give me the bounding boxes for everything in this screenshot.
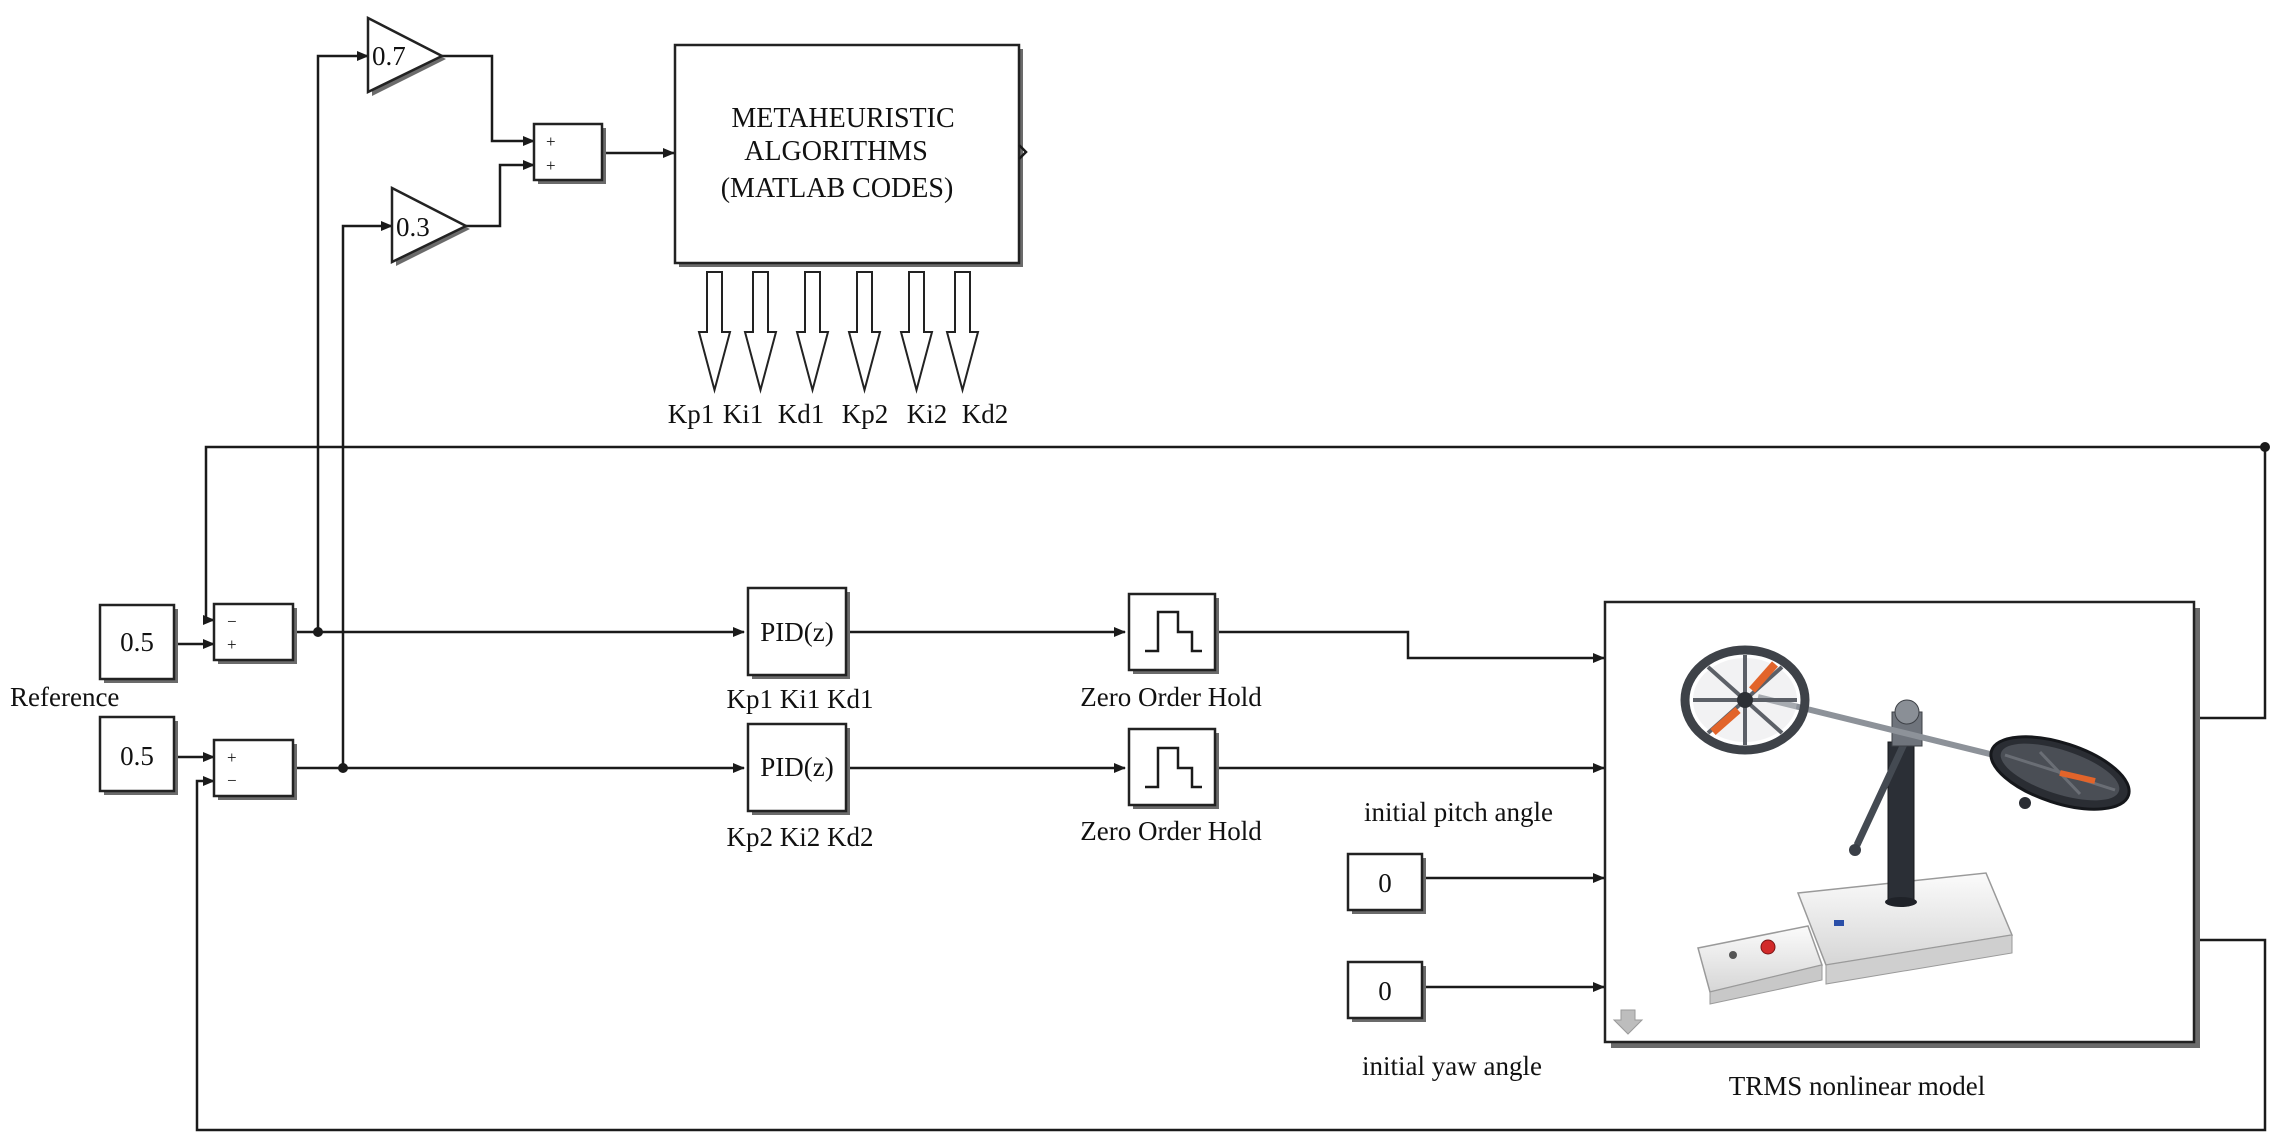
step-icon (1145, 610, 1202, 653)
initial-pitch-label: initial pitch angle (1364, 797, 1553, 827)
pid-2-label: Kp2 Ki2 Kd2 (727, 822, 874, 852)
output-port-mark (1018, 144, 1028, 160)
param-label: Ki1 (723, 399, 764, 429)
constant-value: 0.5 (120, 741, 154, 771)
parameter-labels: Kp1 Ki1 Kd1 Kp2 Ki2 Kd2 (668, 399, 1009, 429)
reference-label: Reference (10, 682, 119, 712)
pid-text: PID(z) (760, 752, 833, 782)
initial-pitch-constant[interactable]: 0 (1346, 852, 1426, 914)
parameter-output-arrows (697, 271, 980, 394)
sum-sign: + (227, 748, 237, 767)
sum-sign: + (546, 156, 556, 175)
sum-sign: + (546, 132, 556, 151)
step-icon (1145, 746, 1202, 789)
param-label: Kd1 (778, 399, 825, 429)
gain-block-0-7[interactable]: 0.7 (366, 15, 446, 96)
gain-value: 0.7 (372, 41, 406, 71)
arrow-down-icon (697, 271, 732, 394)
gain-value: 0.3 (396, 212, 430, 242)
reference-constant-2[interactable]: 0.5 (98, 715, 178, 795)
optimizer-line-3: (MATLAB CODES) (721, 173, 954, 204)
optimizer-line-1: METAHEURISTIC (731, 103, 954, 134)
constant-value: 0.5 (120, 627, 154, 657)
trms-apparatus-icon (1612, 645, 2131, 1035)
pid-controller-1[interactable]: PID(z) (746, 586, 850, 679)
trms-model-block[interactable] (1603, 600, 2200, 1048)
param-label: Ki2 (907, 399, 948, 429)
param-label: Kp1 (668, 399, 715, 429)
sum-sign: − (227, 612, 237, 631)
reference-constant-1[interactable]: 0.5 (98, 603, 178, 683)
arrow-down-icon (795, 271, 830, 394)
initial-yaw-constant[interactable]: 0 (1346, 960, 1426, 1022)
sum-block-top[interactable]: + + (532, 122, 606, 184)
pid-1-label: Kp1 Ki1 Kd1 (727, 684, 874, 714)
branch-points (313, 442, 2270, 773)
sum-block-pitch-error[interactable]: − + (212, 602, 297, 664)
param-label: Kp2 (842, 399, 889, 429)
arrow-down-icon (743, 271, 778, 394)
gain-block-0-3[interactable]: 0.3 (390, 185, 470, 266)
zoh-1-label: Zero Order Hold (1080, 682, 1262, 712)
pid-controller-2[interactable]: PID(z) (746, 722, 850, 815)
zero-order-hold-1[interactable] (1127, 592, 1219, 674)
signal-wires (178, 51, 2267, 1132)
param-label: Kd2 (962, 399, 1009, 429)
initial-yaw-label: initial yaw angle (1362, 1051, 1542, 1081)
arrow-down-icon (847, 271, 882, 394)
metaheuristic-block[interactable]: METAHEURISTIC ALGORITHMS (MATLAB CODES) (673, 43, 1028, 267)
trms-model-label: TRMS nonlinear model (1729, 1071, 1985, 1101)
constant-value: 0 (1378, 868, 1392, 898)
sum-sign: − (227, 771, 237, 790)
arrow-down-icon (945, 271, 980, 394)
zoh-2-label: Zero Order Hold (1080, 816, 1262, 846)
sum-sign: + (227, 635, 237, 654)
constant-value: 0 (1378, 976, 1392, 1006)
arrow-down-icon (899, 271, 934, 394)
zero-order-hold-2[interactable] (1127, 727, 1219, 809)
sum-block-yaw-error[interactable]: + − (212, 738, 297, 800)
pid-text: PID(z) (760, 617, 833, 647)
optimizer-line-2: ALGORITHMS (744, 136, 928, 167)
